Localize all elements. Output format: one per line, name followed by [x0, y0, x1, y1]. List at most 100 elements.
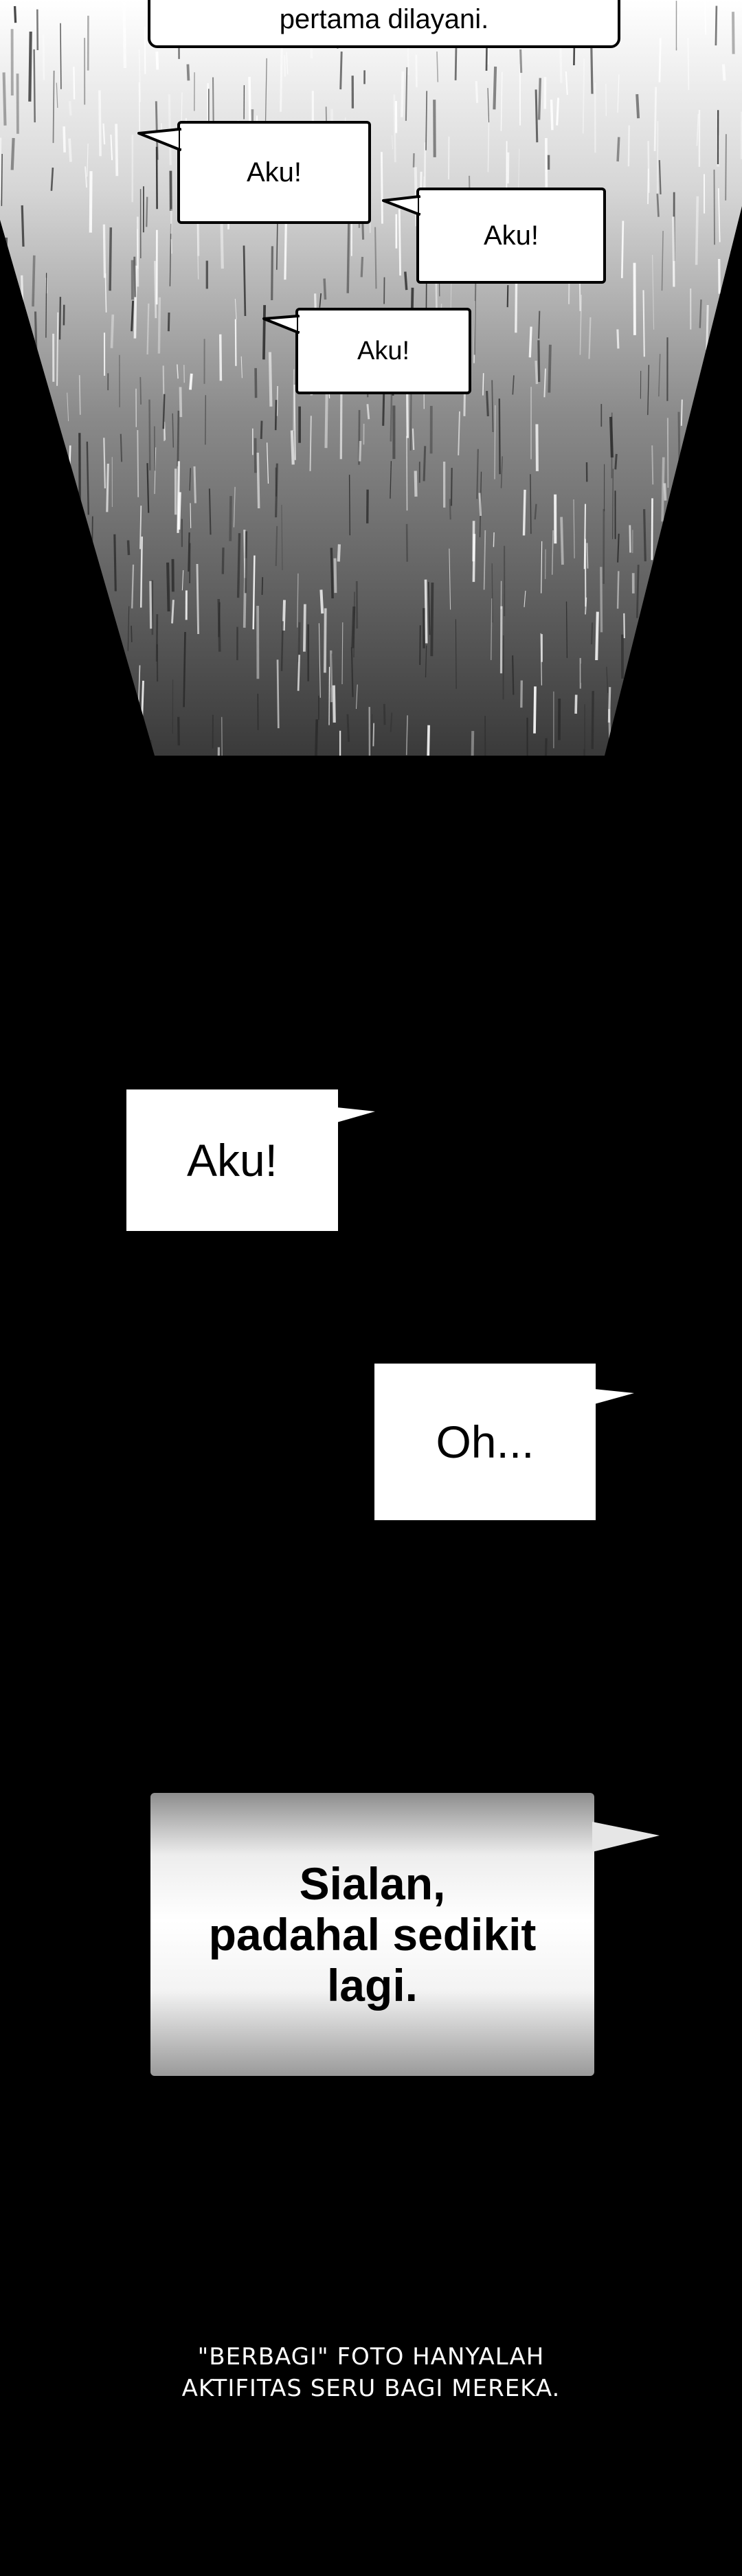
rain-streak: [252, 555, 256, 630]
rain-streak: [131, 300, 135, 332]
rain-streak: [560, 517, 564, 565]
speech-bubble-oh-tail: [594, 1389, 634, 1404]
rain-streak: [360, 256, 364, 278]
rain-streak: [54, 580, 57, 636]
rain-streak: [104, 273, 107, 313]
speech-bubble-crowd-2-tail: [382, 195, 425, 216]
rain-streak: [425, 91, 428, 150]
rain-streak: [82, 724, 85, 756]
rain-streak: [616, 736, 619, 756]
speech-bubble-crowd-1-text: Aku!: [246, 157, 302, 188]
rain-streak: [13, 5, 17, 23]
rain-streak: [60, 23, 62, 89]
rain-streak: [262, 305, 266, 360]
rain-streak: [18, 341, 22, 373]
rain-streak: [196, 563, 200, 635]
rain-streak: [482, 373, 484, 396]
rain-streak: [721, 64, 726, 81]
rain-streak: [616, 137, 620, 162]
rain-streak: [183, 365, 185, 383]
rain-streak: [146, 303, 150, 355]
rain-streak: [146, 196, 148, 227]
rain-streak: [46, 568, 50, 589]
rain-streak: [606, 666, 609, 693]
rain-streak: [91, 516, 93, 574]
rain-streak: [726, 692, 729, 713]
rain-streak: [32, 255, 36, 307]
rain-streak: [647, 365, 650, 416]
rain-streak: [85, 166, 88, 188]
rain-streak: [541, 541, 543, 594]
rain-streak: [21, 326, 25, 389]
rain-streak: [537, 78, 541, 120]
rain-streak: [13, 630, 16, 687]
rain-streak: [240, 356, 243, 379]
rain-streak: [608, 709, 611, 740]
rain-streak: [656, 121, 659, 195]
rain-streak: [406, 391, 409, 438]
rain-streak: [548, 344, 552, 393]
rain-streak: [164, 421, 166, 440]
rain-streak: [172, 413, 175, 448]
rain-streak: [483, 530, 486, 590]
rain-streak: [183, 631, 186, 708]
rain-streak: [723, 719, 726, 742]
rain-streak: [330, 650, 333, 703]
rain-streak: [319, 293, 322, 308]
rain-streak: [346, 221, 350, 293]
rain-streak: [103, 438, 106, 488]
rain-streak: [85, 556, 89, 601]
rain-streak: [690, 533, 694, 576]
rain-streak: [188, 532, 190, 572]
rain-streak: [500, 456, 503, 488]
thought-bubble-tail: [592, 1822, 660, 1852]
rain-streak: [350, 647, 354, 697]
rain-streak: [450, 468, 453, 506]
rain-streak: [110, 134, 113, 161]
rain-streak: [491, 563, 493, 623]
rain-streak: [286, 52, 289, 74]
rain-streak: [276, 385, 279, 416]
rain-streak: [717, 188, 721, 242]
rain-streak: [423, 446, 427, 482]
rain-streak: [128, 739, 131, 756]
rain-streak: [56, 82, 58, 109]
rain-streak: [131, 625, 133, 642]
rain-streak: [643, 509, 647, 562]
rain-streak: [351, 606, 356, 648]
rain-streak: [280, 621, 284, 671]
rain-streak: [137, 229, 139, 269]
rain-streak: [45, 273, 47, 338]
rain-streak: [493, 66, 497, 110]
rain-streak: [229, 496, 232, 541]
rain-streak: [675, 14, 679, 48]
thought-bubble: Sialan, padahal sedikit lagi.: [150, 1793, 594, 2076]
rain-streak: [409, 389, 412, 451]
rain-streak: [290, 430, 295, 465]
rain-streak: [57, 474, 61, 536]
rain-streak: [693, 642, 696, 712]
rain-streak: [551, 530, 554, 575]
rain-streak: [708, 663, 712, 711]
rain-streak: [193, 466, 196, 504]
rain-streak: [370, 714, 373, 756]
rain-streak: [78, 716, 80, 732]
rain-streak: [41, 521, 46, 580]
rain-streak: [208, 488, 212, 535]
rain-streak: [698, 649, 701, 703]
rain-streak: [314, 719, 319, 756]
rain-streak: [426, 725, 430, 756]
rain-streak: [636, 93, 640, 119]
rain-streak: [233, 486, 236, 528]
rain-streak: [609, 416, 614, 457]
rain-streak: [717, 466, 721, 510]
rain-streak: [374, 227, 377, 289]
rain-streak: [243, 245, 247, 317]
rain-streak: [398, 209, 401, 276]
rain-streak: [475, 80, 479, 103]
rain-streak: [59, 624, 63, 642]
rain-streak: [7, 596, 9, 622]
rain-streak: [141, 680, 144, 720]
rain-streak: [245, 531, 248, 594]
rain-streak: [189, 373, 193, 390]
